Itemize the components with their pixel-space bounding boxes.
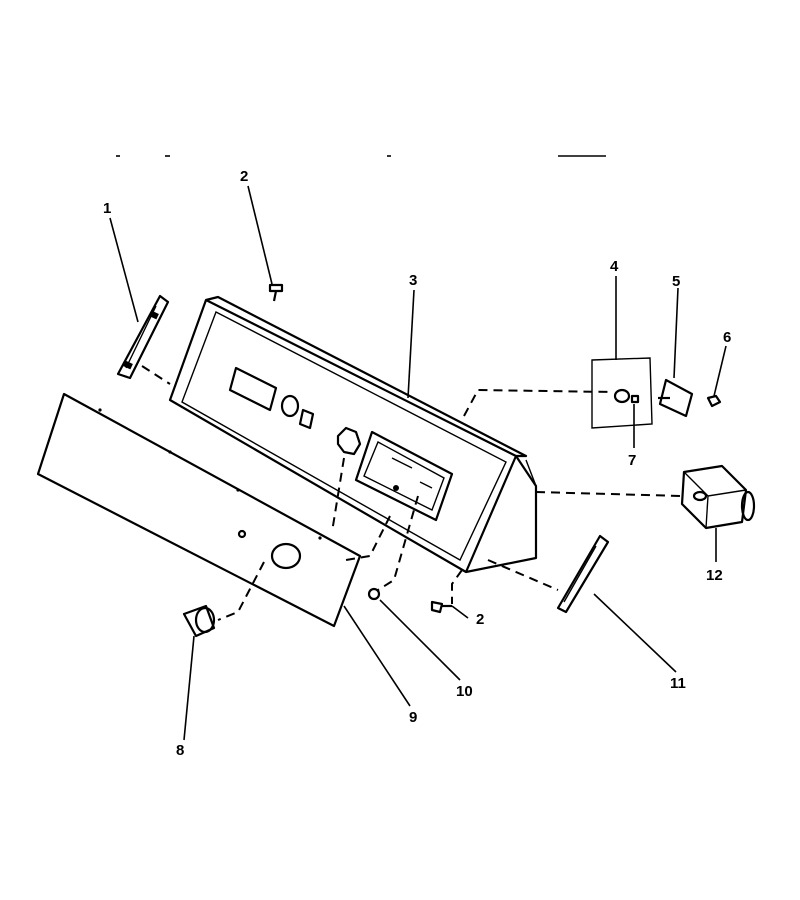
part-2-screw-bottom [430,600,452,614]
part-11-end-bracket [556,534,610,614]
part-3-control-panel [168,295,538,574]
part-9-front-panel [36,392,362,628]
part-1-end-bracket [116,294,170,380]
callout-9: 9 [409,709,417,726]
part-2-screw-top [268,283,284,302]
part-7-clip [630,394,640,404]
callout-6: 6 [723,329,731,346]
part-8-knob [182,604,216,638]
part-5-switch [658,378,694,418]
callout-2-bottom: 2 [476,611,484,628]
callout-5: 5 [672,273,680,290]
callout-1: 1 [103,200,111,217]
part-4-plate [591,357,653,429]
callout-12: 12 [706,567,723,584]
callout-labels: 1 2 3 4 5 6 7 2 8 9 10 11 12 [103,168,731,759]
callout-10: 10 [456,683,473,700]
part-6-nut [706,394,722,408]
assembly-lines [141,365,683,621]
callout-11: 11 [670,675,686,692]
callout-8: 8 [176,742,184,759]
leader-lines [109,185,727,741]
callout-7: 7 [628,452,636,469]
callout-3: 3 [409,272,417,289]
part-10-screw [367,587,381,601]
part-12-timer [680,464,756,530]
callout-4: 4 [610,258,619,275]
callout-2-top: 2 [240,168,248,185]
